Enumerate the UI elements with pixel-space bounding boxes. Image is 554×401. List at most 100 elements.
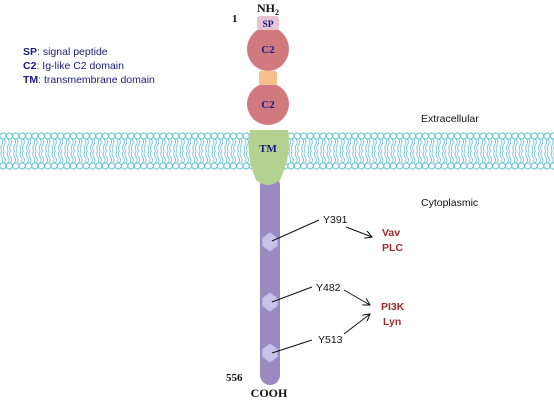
partner-pi3k-label: PI3K [381, 301, 405, 313]
lipid-head-inner [511, 162, 519, 170]
signal-peptide [257, 16, 279, 30]
lipid-head-outer [165, 132, 174, 140]
lipid-head-inner [312, 162, 321, 170]
lipid-tails [224, 138, 230, 164]
lipid-head-outer [492, 132, 500, 140]
lipid-tails [0, 138, 6, 164]
lipid-head-outer [498, 132, 506, 140]
c2-bottom-label: C2 [261, 99, 275, 111]
lipid-head-inner [492, 162, 500, 170]
lipid-head-inner [472, 162, 481, 170]
legend-item-c2: C2: Ig-like C2 domain [23, 60, 124, 72]
lipid-head-outer [133, 132, 142, 140]
lipid-head-outer [402, 132, 410, 140]
lipid-head-inner [236, 162, 244, 170]
linker-segment [259, 71, 277, 85]
lipid-tails [537, 138, 544, 164]
lipid-tails [51, 138, 57, 164]
lipid-head-outer [172, 132, 180, 140]
lipid-head-inner [56, 162, 65, 170]
lipid-tails [473, 138, 480, 164]
lipid-tails [32, 138, 38, 164]
y391-leader-line [271, 219, 320, 242]
lipid-head-outer [229, 132, 238, 140]
lipid-tails [403, 138, 409, 164]
lipid-tails [128, 138, 134, 164]
lipid-head-inner [120, 162, 129, 170]
lipid-head-inner [159, 162, 167, 170]
n-terminus-label: NH2 [257, 1, 279, 17]
lipid-head-outer [293, 132, 302, 140]
lipid-tails [237, 138, 243, 164]
lipid-tails [365, 138, 371, 164]
lipid-head-outer [536, 132, 545, 140]
lipid-head-inner [319, 162, 327, 170]
lipid-tails [121, 138, 128, 164]
lipid-tails [147, 138, 153, 164]
tyrosine-site-y513-hexagon [261, 342, 279, 364]
y513-leader-line [271, 339, 313, 354]
lipid-tails [384, 138, 390, 164]
lipid-tails [198, 138, 205, 164]
lipid-head-inner [466, 162, 474, 170]
lipid-head-inner [95, 162, 103, 170]
lipid-tails [371, 138, 377, 164]
lipid-head-inner [101, 162, 110, 170]
lipid-head-inner [108, 162, 116, 170]
lipid-head-outer [357, 132, 366, 140]
lipid-tails [397, 138, 403, 164]
lipid-tails [505, 138, 512, 164]
lipid-tails [454, 138, 461, 164]
lipid-tails [550, 138, 554, 164]
lipid-head-inner [530, 162, 538, 170]
y513-to-pi3k-lyn-arrow [343, 314, 370, 335]
lipid-tails [77, 138, 83, 164]
lipid-tails [173, 138, 179, 164]
lipid-head-inner [242, 162, 250, 170]
lipid-head-inner [152, 162, 161, 170]
lipid-tails [480, 138, 486, 164]
lipid-head-outer [76, 132, 84, 140]
lipid-tails [294, 138, 301, 164]
lipid-tails [518, 138, 525, 164]
lipid-tails [320, 138, 326, 164]
lipid-tails [6, 138, 13, 164]
lipid-head-outer [152, 132, 161, 140]
lipid-head-outer [466, 132, 474, 140]
start-residue-label: 1 [232, 13, 238, 25]
lipid-head-inner [37, 162, 46, 170]
lipid-head-outer [306, 132, 314, 140]
lipid-head-inner [428, 162, 436, 170]
lipid-tails [134, 138, 141, 164]
lipid-head-outer [120, 132, 129, 140]
lipid-head-inner [536, 162, 545, 170]
lipid-tails [467, 138, 473, 164]
lipid-head-outer [428, 132, 436, 140]
lipid-head-outer [56, 132, 65, 140]
lipid-head-outer [0, 132, 7, 140]
lipid-tails [109, 138, 115, 164]
lipid-tails [409, 138, 416, 164]
cytoplasmic-tail [260, 175, 280, 385]
lipid-head-outer [140, 132, 148, 140]
lipid-head-outer [108, 132, 116, 140]
lipid-head-outer [146, 132, 154, 140]
lipid-head-outer [300, 132, 308, 140]
lipid-tails [499, 138, 505, 164]
lipid-head-inner [293, 162, 302, 170]
lipid-head-outer [376, 132, 385, 140]
lipid-tails [19, 138, 25, 164]
lipid-tails [313, 138, 320, 164]
lipid-tails [192, 138, 198, 164]
lipid-tails [345, 138, 352, 164]
lipid-tails [38, 138, 45, 164]
lipid-head-outer [408, 132, 417, 140]
lipid-tails [531, 138, 537, 164]
lipid-tails [153, 138, 160, 164]
lipid-head-inner [351, 162, 359, 170]
lipid-tails [160, 138, 166, 164]
lipid-head-inner [114, 162, 122, 170]
lipid-head-outer [364, 132, 372, 140]
lipid-tails [115, 138, 121, 164]
